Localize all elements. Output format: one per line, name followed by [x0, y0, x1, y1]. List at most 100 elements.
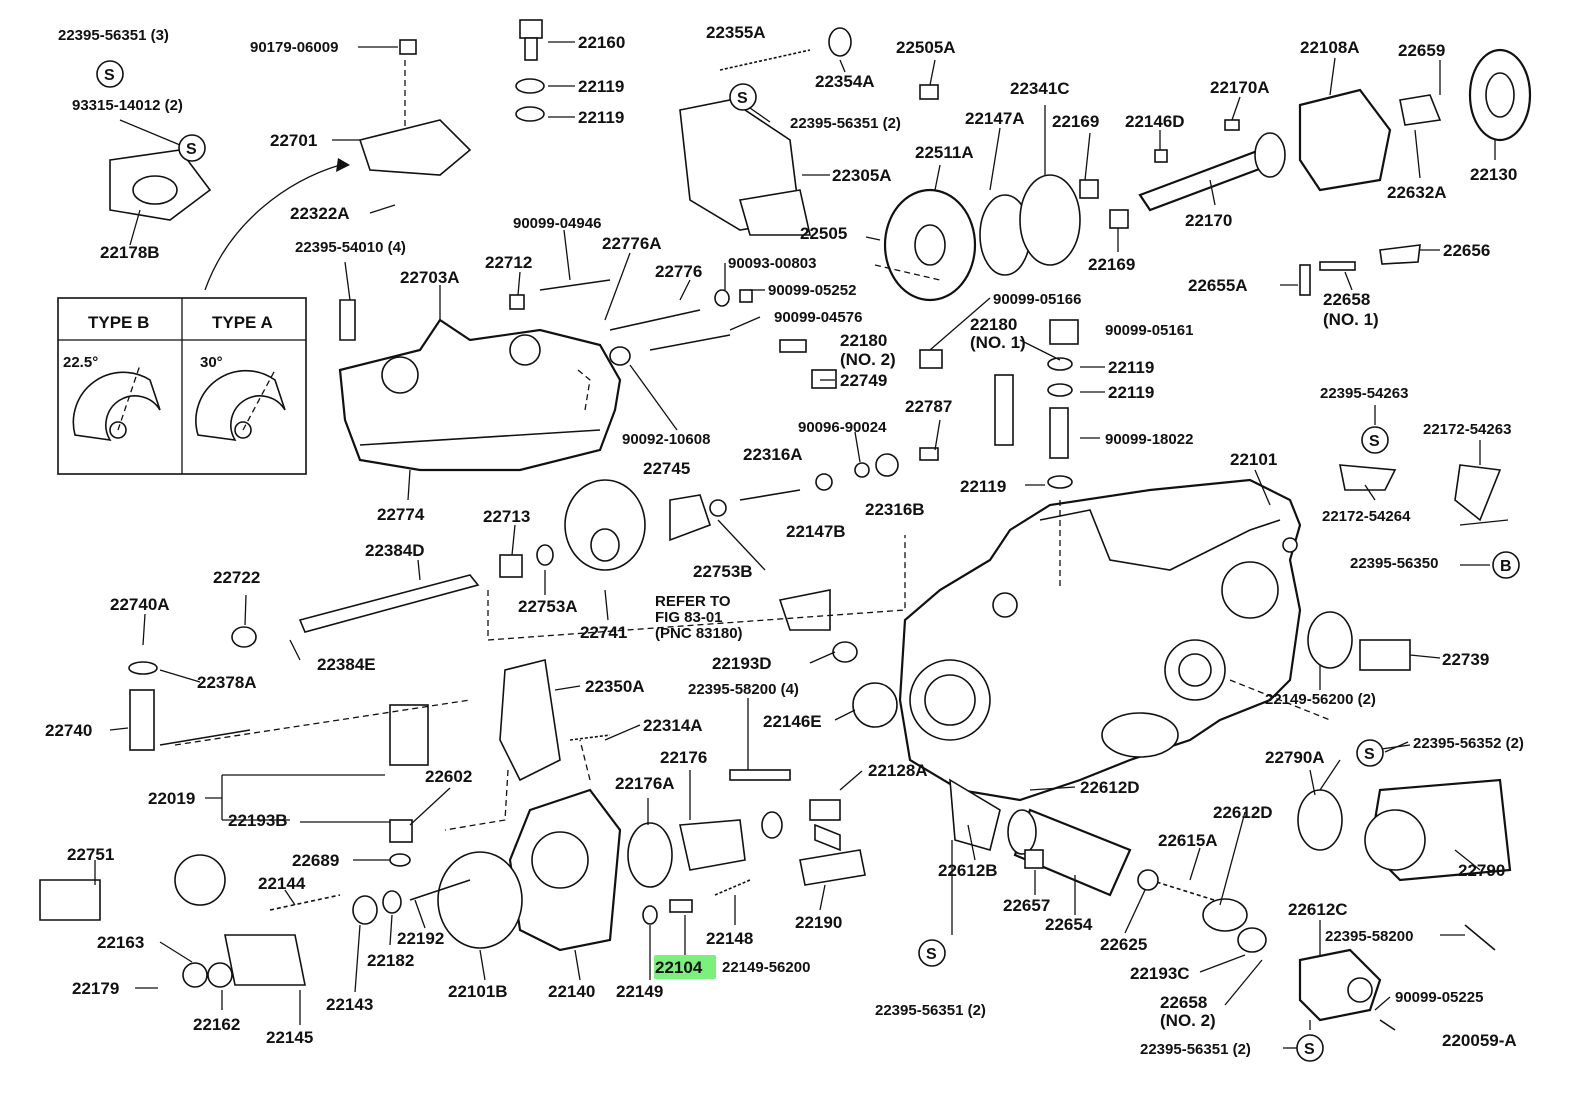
part-label: 22722	[213, 568, 260, 587]
part-label: 22354A	[815, 72, 875, 91]
part-label: 22751	[67, 845, 114, 864]
part-label: 22160	[578, 33, 625, 52]
part-label: 22163	[97, 933, 144, 952]
part-label: 22659	[1398, 41, 1445, 60]
svg-text:S: S	[186, 141, 197, 158]
part-label: 22749	[840, 371, 887, 390]
part-label: 22350A	[585, 677, 645, 696]
part-label: 22170A	[1210, 78, 1270, 97]
part-label: 22169	[1052, 112, 1099, 131]
svg-text:B: B	[1500, 558, 1512, 575]
part-labels: 22395-56351 (3) 93315-14012 (2) 22178B 9…	[45, 23, 1524, 1058]
part-label: 22740A	[110, 595, 170, 614]
part-label: 90099-05166	[993, 291, 1081, 308]
part-label: 22790A	[1265, 748, 1325, 767]
part-label: 22615A	[1158, 831, 1218, 850]
svg-text:REFER TO: REFER TO	[655, 593, 731, 610]
part-label: 22739	[1442, 650, 1489, 669]
svg-text:(PNC 83180): (PNC 83180)	[655, 625, 743, 642]
part-label: 90099-04946	[513, 215, 601, 232]
part-label: 22612D	[1213, 803, 1273, 822]
part-label: 22119	[1108, 358, 1154, 377]
part-label: 22146E	[763, 712, 822, 731]
part-label: 22176A	[615, 774, 675, 793]
type-b-angle: 22.5°	[63, 354, 98, 371]
part-label: 22192	[397, 929, 444, 948]
svg-text:S: S	[104, 67, 115, 84]
part-label: (NO. 2)	[840, 350, 896, 369]
part-label: 22162	[193, 1015, 240, 1034]
part-label: 22314A	[643, 716, 703, 735]
part-label: 22505A	[896, 38, 956, 57]
part-label: 22701	[270, 131, 317, 150]
part-label: 22689	[292, 851, 339, 870]
svg-text:S: S	[1304, 1041, 1315, 1058]
svg-text:S: S	[1364, 746, 1375, 763]
part-label: 22119	[578, 77, 624, 96]
part-label: 22119	[960, 477, 1006, 496]
part-label: 22745	[643, 459, 690, 478]
part-label: 22612B	[938, 861, 998, 880]
part-label: 22144	[258, 874, 306, 893]
part-label: 22776	[655, 262, 702, 281]
svg-text:S: S	[737, 90, 748, 107]
part-label: 22179	[72, 979, 119, 998]
part-label: 22140	[548, 982, 595, 1001]
part-label: 22655A	[1188, 276, 1248, 295]
part-label: 90099-04576	[774, 309, 862, 326]
part-label: 22101	[1230, 450, 1277, 469]
part-label: 22147B	[786, 522, 846, 541]
part-label: 22741	[580, 623, 627, 642]
part-label: 22169	[1088, 255, 1135, 274]
part-label: 22172-54264	[1322, 508, 1411, 525]
part-label: 22395-56350	[1350, 555, 1438, 572]
part-label: 22145	[266, 1028, 313, 1047]
part-label: 90096-90024	[798, 419, 887, 436]
part-label: 22625	[1100, 935, 1147, 954]
part-label: 22305A	[832, 166, 892, 185]
part-label: 22703A	[400, 268, 460, 287]
part-label: 22395-54263	[1320, 385, 1408, 402]
part-label: 22612C	[1288, 900, 1348, 919]
part-label: 22176	[660, 748, 707, 767]
part-label: 22170	[1185, 211, 1232, 230]
part-label: 22395-58200 (4)	[688, 681, 799, 698]
part-label: 22193C	[1130, 964, 1190, 983]
part-label: 22193D	[712, 654, 772, 673]
type-a-angle: 30°	[200, 354, 223, 371]
part-label: 22753B	[693, 562, 753, 581]
part-label: 22119	[1108, 383, 1154, 402]
part-label: 22511A	[915, 143, 974, 162]
part-label: 22316B	[865, 500, 925, 519]
part-label: 22658	[1160, 993, 1207, 1012]
part-label: 22790	[1458, 861, 1505, 880]
figure-code: 220059-A	[1442, 1031, 1517, 1050]
part-label: 22612D	[1080, 778, 1140, 797]
part-label: 22395-58200	[1325, 928, 1413, 945]
dashed-guides	[174, 60, 1331, 831]
part-label: 22384E	[317, 655, 376, 674]
part-label: 22149-56200 (2)	[1265, 691, 1376, 708]
part-label: 22180	[840, 331, 887, 350]
part-shapes	[39, 19, 1532, 1031]
part-label: 22146D	[1125, 112, 1185, 131]
part-label: 22101B	[448, 982, 508, 1001]
part-label: 22395-56351 (2)	[1140, 1041, 1251, 1058]
part-label: 22384D	[365, 541, 425, 560]
part-label: 22632A	[1387, 183, 1447, 202]
part-label: 22143	[326, 995, 373, 1014]
part-label: 22190	[795, 913, 842, 932]
part-label: 22776A	[602, 234, 662, 253]
part-label: 22193B	[228, 811, 288, 830]
part-label: 22355A	[706, 23, 766, 42]
highlight-22104	[654, 955, 716, 979]
part-label: 22180	[970, 315, 1017, 334]
part-label: 22658	[1323, 290, 1370, 309]
part-label: 22147A	[965, 109, 1025, 128]
governor-cover-22703A	[338, 318, 622, 472]
part-label: 22740	[45, 721, 92, 740]
type-a-label: TYPE A	[212, 313, 273, 332]
part-label: 90099-05225	[1395, 989, 1483, 1006]
part-label: 22657	[1003, 896, 1050, 915]
